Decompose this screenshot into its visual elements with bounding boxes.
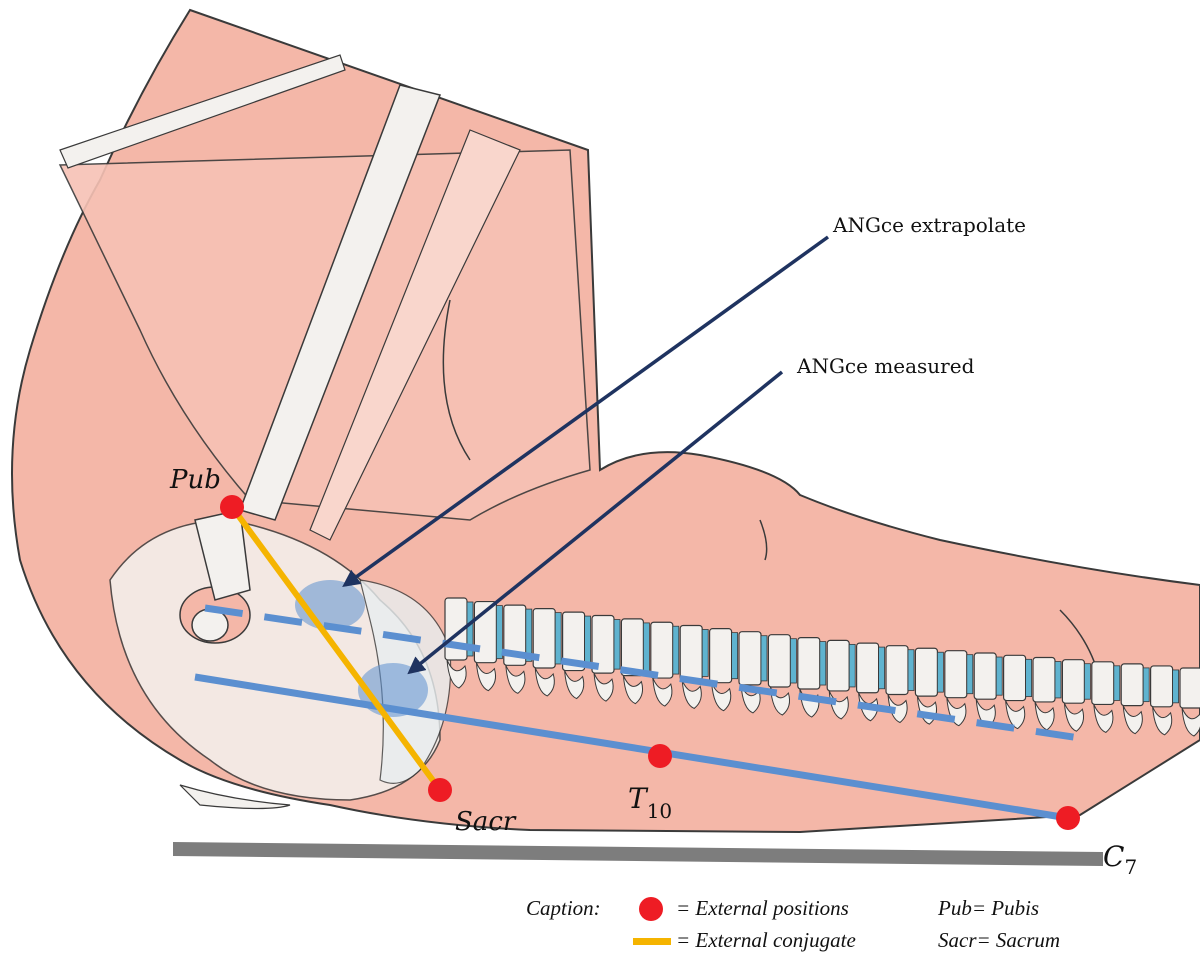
spinous-process: [1152, 706, 1173, 736]
spinous-process: [1034, 701, 1055, 731]
vertebra: [738, 631, 762, 686]
intervertebral-disc: [848, 643, 856, 688]
vertebra: [767, 634, 792, 688]
caption-external-conjugate: = External conjugate: [676, 928, 856, 952]
spinous-process: [1005, 700, 1026, 730]
intervertebral-disc: [1142, 667, 1150, 703]
vertebra: [973, 652, 997, 700]
intervertebral-disc: [760, 635, 768, 682]
vertebra: [944, 650, 968, 699]
label-angce-extrapolate: ANGce extrapolate: [832, 213, 1026, 237]
spinous-process: [769, 686, 791, 716]
measured-axis-line: [194, 673, 1069, 822]
vertebra: [1179, 667, 1200, 709]
intervertebral-disc: [790, 638, 797, 684]
vertebra: [1061, 659, 1086, 704]
intervertebral-disc: [878, 646, 885, 690]
intervertebral-disc: [937, 651, 944, 693]
leg-stripe-upper: [59, 54, 346, 169]
intervertebral-disc: [701, 629, 709, 677]
intervertebral-disc: [731, 632, 738, 680]
spinous-process: [828, 690, 849, 720]
intervertebral-disc: [643, 622, 650, 673]
caption-pub-definition: Pub= Pubis: [937, 896, 1039, 920]
spinous-process: [681, 680, 702, 709]
spinous-process: [975, 698, 996, 728]
vertebra: [914, 647, 939, 697]
table-bar: [173, 842, 1103, 866]
vertebra: [826, 639, 850, 692]
spinous-process: [593, 672, 614, 702]
vertebra: [1091, 661, 1115, 706]
caption-marker-icon: [639, 897, 663, 921]
extrapolated-axis-line: [204, 604, 1081, 742]
caption-conjugate-swatch: [633, 938, 671, 945]
spinous-process: [652, 677, 673, 707]
spinous-process: [534, 667, 555, 697]
femur-stripe-1: [239, 84, 442, 521]
marker-pub: [220, 495, 244, 519]
caption-sacr-definition: Sacr= Sacrum: [938, 928, 1060, 952]
external-conjugate-line: [229, 505, 443, 792]
intervertebral-disc: [1113, 665, 1121, 701]
label-pub: Pub: [169, 465, 221, 495]
spinous-process: [564, 670, 585, 700]
label-t10-sub: 10: [647, 799, 672, 823]
marker-c7: [1056, 806, 1080, 830]
spinous-process: [475, 662, 497, 692]
spinous-process: [1093, 704, 1114, 734]
marker-t10: [648, 744, 672, 768]
caption-external-positions: = External positions: [676, 896, 849, 920]
spinous-process: [711, 682, 732, 712]
intervertebral-disc: [466, 601, 474, 657]
intervertebral-disc: [613, 619, 621, 670]
label-c7: C7: [1103, 840, 1137, 879]
spine: [444, 597, 1200, 737]
coccyx: [179, 784, 291, 810]
intervertebral-disc: [1025, 658, 1032, 697]
vertebra: [1149, 665, 1174, 708]
vertebra: [1120, 663, 1144, 707]
intervertebral-disc: [495, 605, 503, 660]
spinous-process: [446, 659, 467, 689]
vertebra: [1002, 654, 1027, 702]
intervertebral-disc: [819, 641, 827, 686]
vertebra: [855, 642, 880, 694]
intervertebral-disc: [672, 625, 680, 675]
spinous-process: [1122, 705, 1143, 735]
vertebra: [708, 628, 733, 684]
intervertebral-disc: [907, 649, 915, 691]
skin-crease-2: [759, 519, 768, 561]
vertebra: [885, 645, 909, 696]
vertebra: [1032, 656, 1056, 703]
intervertebral-disc: [1084, 663, 1091, 700]
label-t10: T10: [628, 782, 672, 823]
caption-title: Caption:: [526, 896, 601, 920]
spinous-process: [622, 675, 644, 705]
spinous-process: [740, 684, 761, 714]
intervertebral-disc: [554, 612, 562, 665]
intervertebral-disc: [966, 654, 974, 695]
label-angce-measured: ANGce measured: [796, 354, 975, 378]
spinous-process: [1063, 703, 1085, 732]
skin-crease-1: [442, 299, 471, 461]
arrow-measured: [407, 370, 784, 675]
intervertebral-disc: [995, 656, 1003, 696]
label-c7-sub: 7: [1124, 855, 1137, 879]
vertebra: [797, 636, 821, 690]
marker-sacr: [428, 778, 452, 802]
label-sacr: Sacr: [455, 807, 517, 837]
intervertebral-disc: [584, 615, 591, 667]
spinous-process: [505, 665, 526, 694]
vertebra: [679, 624, 703, 682]
intervertebral-disc: [525, 608, 533, 662]
spinous-process: [1181, 707, 1200, 737]
caption-legend: Caption: = External positions = External…: [526, 896, 1060, 952]
leg-stripe-mid: [309, 129, 521, 541]
vertebra: [650, 621, 674, 679]
intervertebral-disc: [1172, 669, 1179, 704]
arrow-extrapolate: [342, 235, 830, 588]
intervertebral-disc: [1054, 661, 1062, 699]
